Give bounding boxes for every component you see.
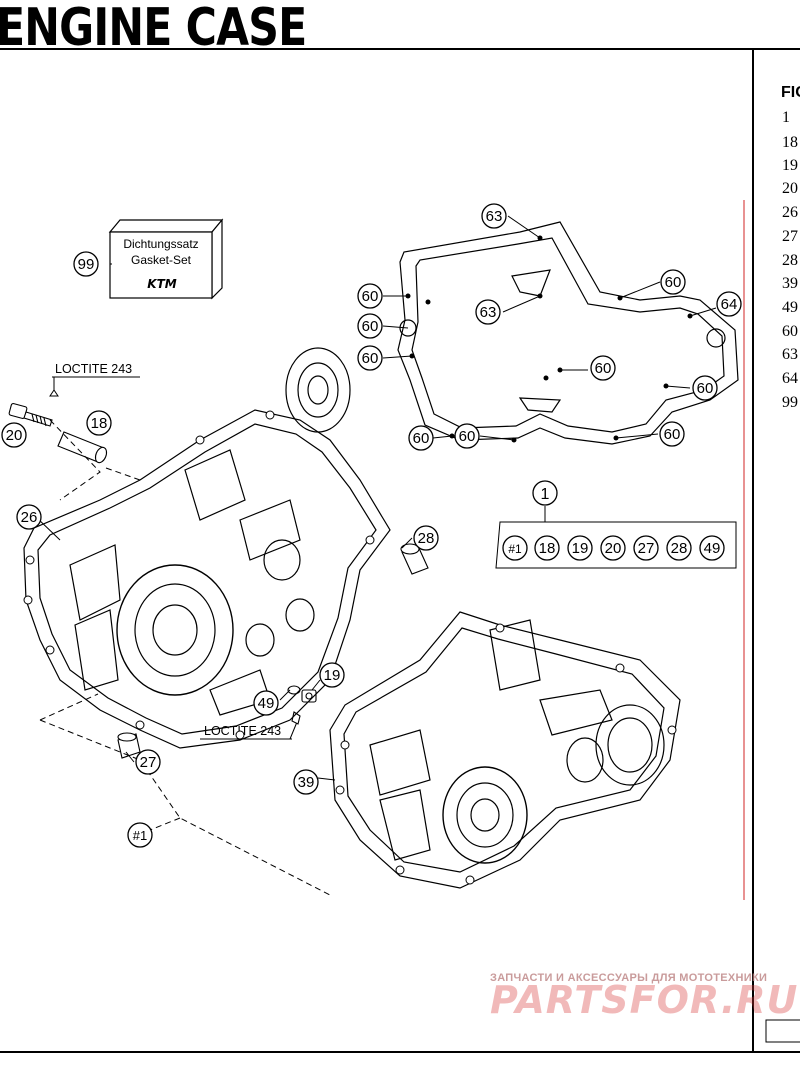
left-crankcase-half (23, 347, 391, 749)
legend-row: 18 (782, 134, 798, 151)
callout-hash1: #1 (133, 828, 147, 843)
gasket-box-line2: Gasket-Set (131, 253, 192, 267)
watermark-logo: PARTSFOR.RU (490, 978, 799, 1022)
legend-row: 28 (782, 252, 798, 269)
callout-60-a: 60 (362, 288, 379, 305)
callout-18: 18 (91, 415, 108, 432)
callout-60-g: 60 (595, 360, 612, 377)
legend-row: 26 (782, 204, 798, 221)
gasket-box-line1: Dichtungssatz (123, 237, 198, 251)
page-box (765, 1019, 800, 1043)
dashed-assembly-lines (39, 419, 331, 896)
callout-63-mid: 63 (480, 304, 497, 321)
dowel-part-27 (117, 732, 141, 759)
callout-60-f: 60 (665, 274, 682, 291)
callout-64: 64 (721, 296, 738, 313)
kit-item-4: 20 (605, 540, 622, 557)
watermark-tagline: ЗАПЧАСТИ И АКСЕССУАРЫ ДЛЯ МОТОТЕХНИКИ (490, 972, 768, 984)
callout-1: 1 (541, 486, 550, 503)
legend-row: 60 (782, 323, 798, 340)
callout-27: 27 (140, 754, 157, 771)
legend-row: 19 (782, 157, 798, 174)
callout-19: 19 (324, 667, 341, 684)
kit-item-3: 19 (572, 540, 589, 557)
callout-63-top: 63 (486, 208, 503, 225)
kit-item-7: 49 (704, 540, 721, 557)
callout-20: 20 (6, 427, 23, 444)
callout-60-b: 60 (362, 318, 379, 335)
kit-item-2: 18 (539, 540, 556, 557)
legend-header: FIG (781, 84, 800, 101)
callout-labels: 99 20 18 26 28 19 49 27 39 #1 63 63 64 6… (6, 208, 738, 843)
callout-28: 28 (418, 530, 435, 547)
legend-row: 63 (782, 346, 798, 363)
crankcase-gasket (397, 221, 739, 445)
callout-26: 26 (21, 509, 38, 526)
callout-60-h: 60 (697, 380, 714, 397)
callout-60-d: 60 (413, 430, 430, 447)
legend-row: 20 (782, 180, 798, 197)
loctite-note-top: LOCTITE 243 (55, 362, 132, 376)
callout-60-e: 60 (459, 428, 476, 445)
ktm-logo: KTM (147, 277, 176, 291)
callout-39: 39 (298, 774, 315, 791)
callout-99: 99 (78, 256, 95, 273)
dowel-part-18 (57, 431, 108, 464)
kit-item-6: 28 (671, 540, 688, 557)
right-case-bolt-holes (335, 623, 677, 885)
legend-row: 64 (782, 370, 798, 387)
bushing-part-28 (400, 543, 429, 575)
legend-row: 39 (782, 275, 798, 292)
callout-49: 49 (258, 695, 275, 712)
legend-row: 99 (782, 394, 798, 411)
callout-60-i: 60 (664, 426, 681, 443)
left-case-bolt-holes (23, 410, 375, 740)
callout-60-c: 60 (362, 350, 379, 367)
legend-row: 1 (782, 109, 790, 126)
kit-item-5: 27 (638, 540, 655, 557)
kit-bracket (495, 521, 737, 569)
right-crankcase-half (329, 611, 681, 889)
callout-circles (1, 203, 742, 848)
kit-item-1: #1 (508, 542, 522, 556)
legend-row: 27 (782, 228, 798, 245)
legend-row: 49 (782, 299, 798, 316)
gasket-set-box (108, 218, 224, 300)
bolt-part-20 (8, 403, 53, 427)
plug-part-19 (301, 689, 317, 703)
